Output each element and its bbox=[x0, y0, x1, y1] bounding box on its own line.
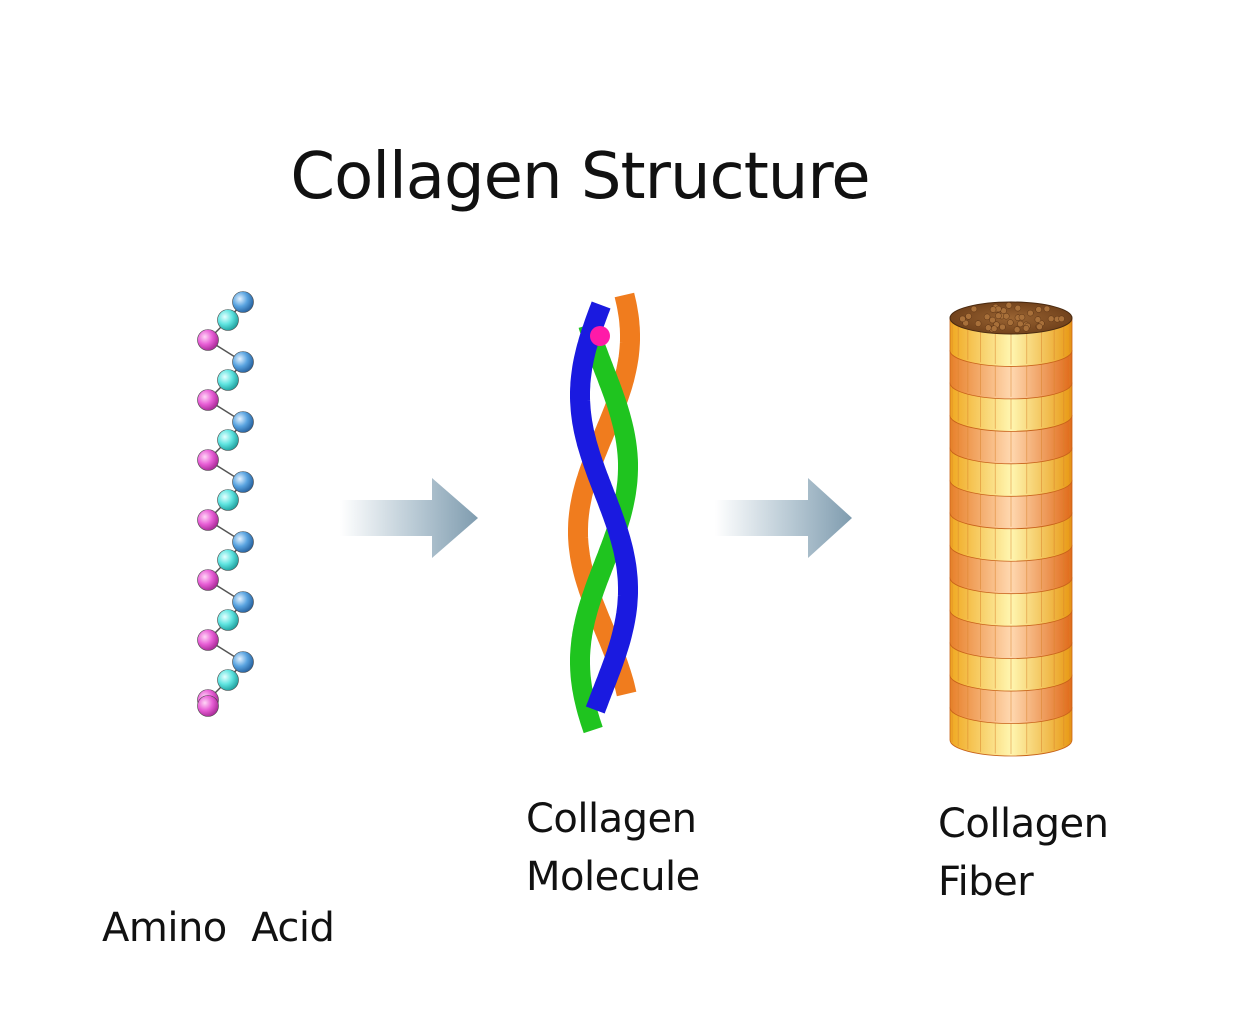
stage-label-amino-acid: Amino Acid bbox=[102, 783, 334, 1015]
stage-label-collagen-fiber: Collagen Fiber bbox=[938, 795, 1109, 911]
stage-label-collagen-molecule: Collagen Molecule bbox=[526, 790, 700, 906]
